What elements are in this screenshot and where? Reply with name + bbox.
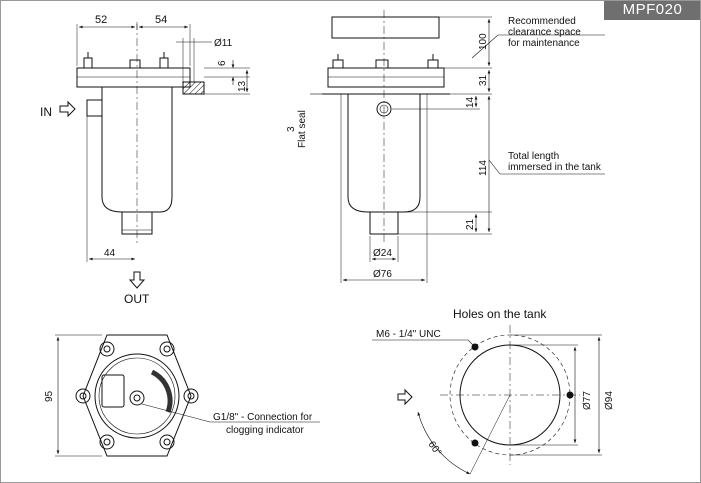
outlet-arrow-icon [128,271,146,289]
side-view [59,22,250,289]
dim-body-diameter: Ø76 [373,269,392,280]
inlet-arrow-icon [59,100,76,118]
front-flange-plate [327,67,445,88]
clogging-connection-icon [129,390,145,406]
side-inlet-port [86,99,103,117]
dim-immersed: 114 [478,160,489,176]
top-rect-window [101,374,125,408]
front-view [310,10,605,283]
dim-inner-diameter: Ø77 [582,391,593,410]
inlet-direction-arrow-icon [397,388,413,406]
top-body-outline [94,353,180,439]
connection-note-line-1: G1/8" - Connection for [213,412,313,423]
dim-maintenance: 100 [478,33,489,50]
top-flange-outline [82,334,192,457]
dim-left-width: 52 [95,14,107,26]
dim-flange-height: 13 [237,80,248,92]
top-bolt-icon [183,388,199,404]
brand-logo-arc [150,369,173,413]
dim-port-offset: 14 [465,96,476,108]
dim-flange-thickness: 6 [217,60,228,66]
side-bolt-left [83,57,93,69]
dim-outer-diameter: Ø94 [604,391,615,410]
dim-outlet-offset: 44 [104,248,116,259]
dim-flange-to-tank: 31 [478,74,489,86]
connection-note-line-2: clogging indicator [226,425,304,436]
top-bolt-icon [159,341,175,357]
immersed-note-line-1: Total length [508,151,559,162]
side-bolt-center [129,59,141,69]
inlet-label: IN [40,105,52,119]
top-bolt-icon [75,388,91,404]
maintenance-note-line-2: clearance space [508,27,581,38]
dim-right-width: 54 [155,14,167,26]
outlet-label: OUT [124,292,150,306]
dim-outlet-length: 21 [465,218,476,230]
top-bolt-icon [99,434,115,450]
model-code-badge: MPF020 [604,0,701,20]
maintenance-note-line-1: Recommended [508,16,576,27]
angle-label: 60° [426,439,444,458]
dim-bolt-hole: Ø11 [214,38,233,49]
thread-label: M6 - 1/4" UNC [376,329,441,340]
immersed-note-line-2: immersed in the tank [508,162,602,173]
top-view [55,334,320,457]
side-seal-hatch [182,81,205,95]
dim-outlet-diameter: Ø24 [373,248,392,259]
top-bolt-icon [159,434,175,450]
maintenance-note-line-3: for maintenance [508,38,580,49]
tank-holes-title: Holes on the tank [453,307,547,321]
dim-top-width: 95 [44,390,55,402]
tank-holes-view [372,325,602,475]
top-bolt-icon [99,341,115,357]
maintenance-clearance-plate [331,16,440,39]
tank-hole-icon [471,439,479,447]
side-bolt-right [159,57,169,69]
seal-thickness: 3 [286,126,297,132]
side-flange-plate [76,67,191,88]
seal-label: Flat seal [297,110,308,148]
